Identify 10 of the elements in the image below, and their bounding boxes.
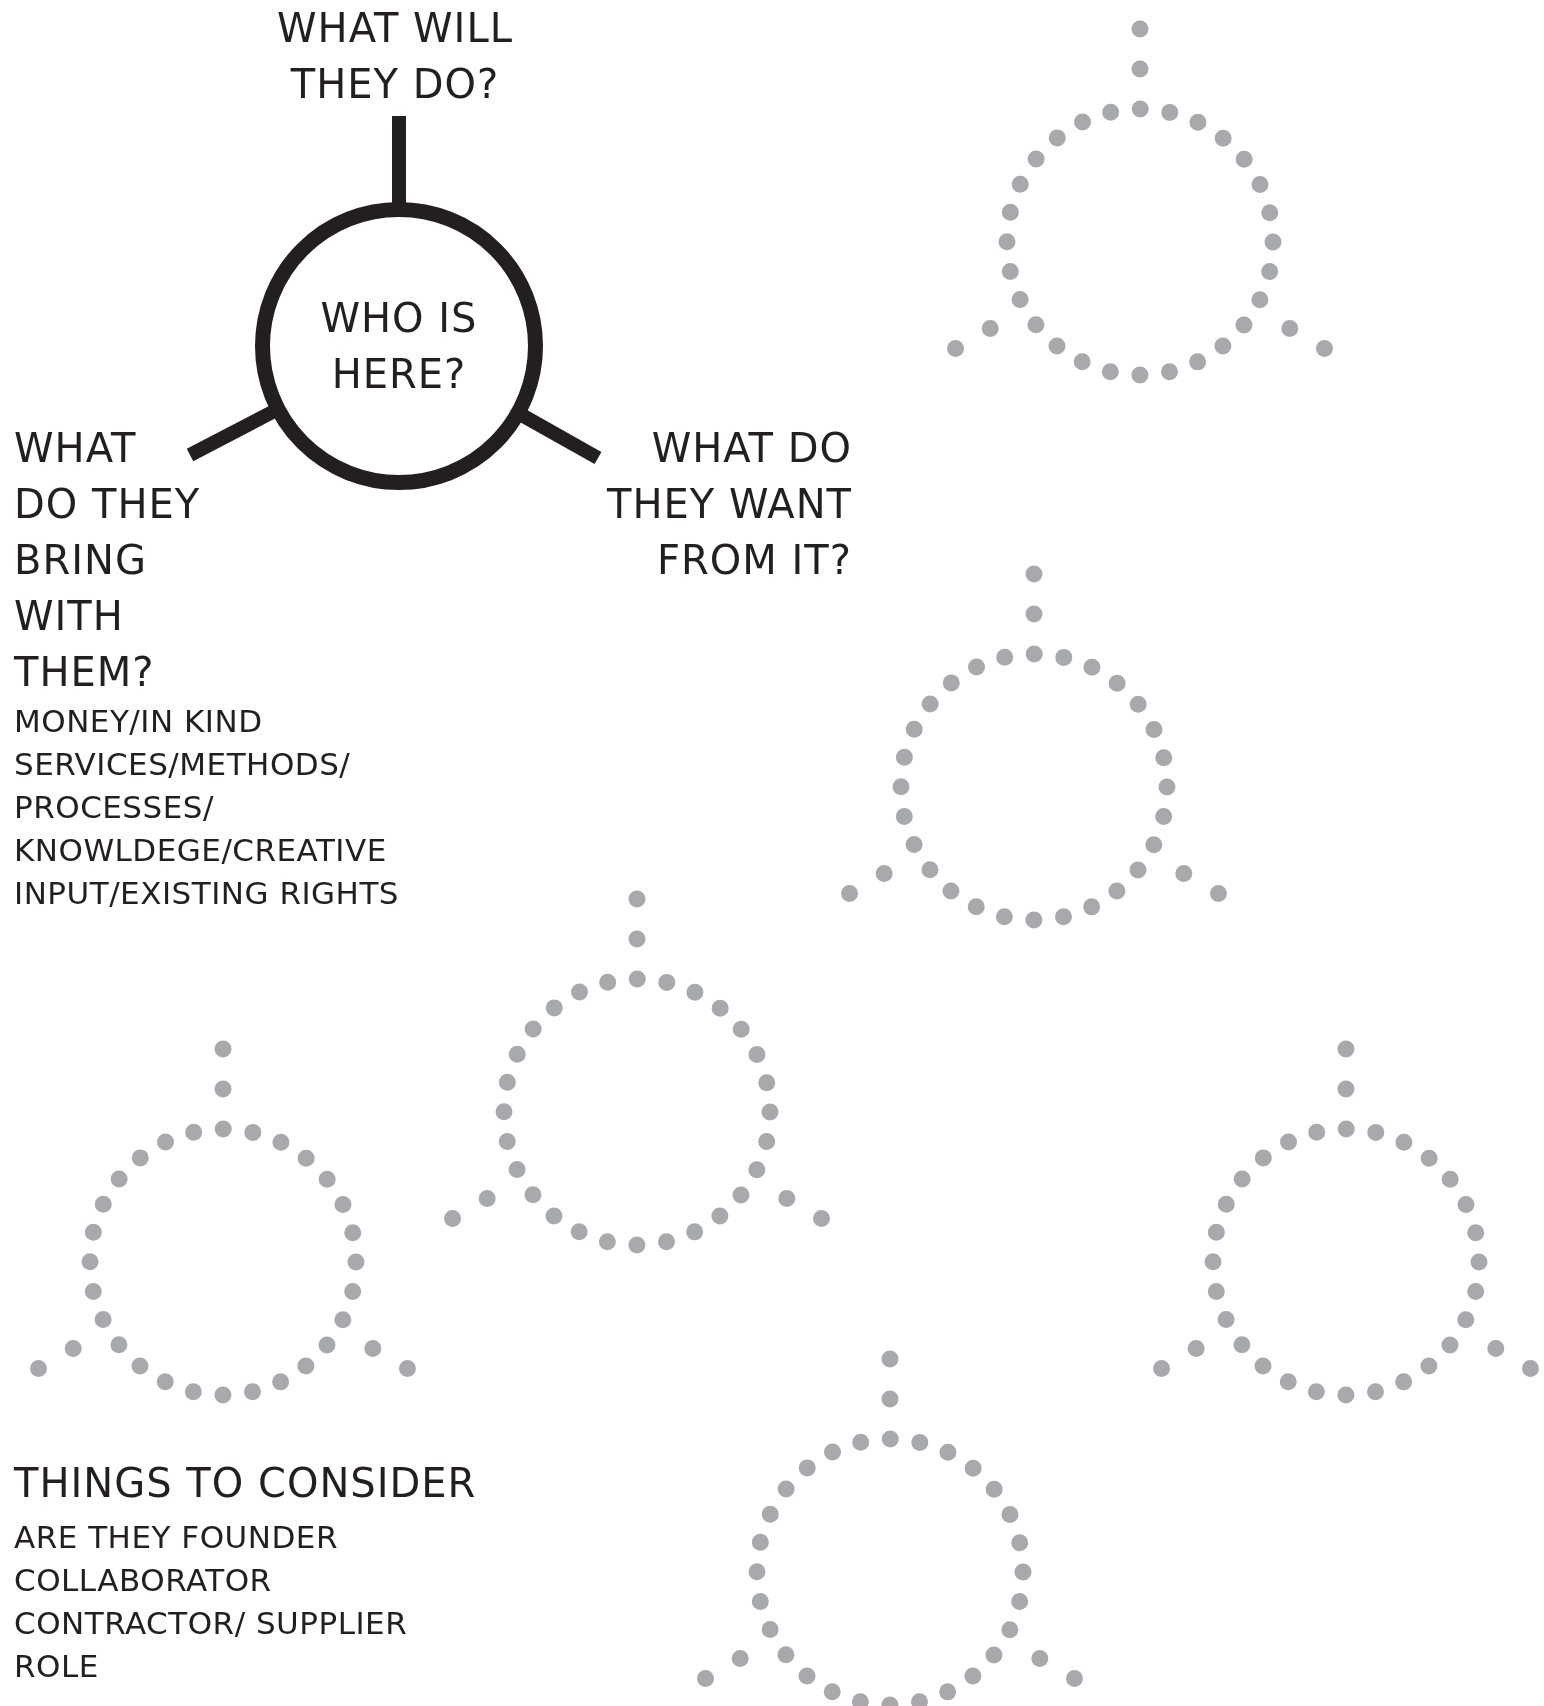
note-text: ARE THEY FOUNDER COLLABORATOR CONTRACTOR/ SUPPLIER ROLE [14,1518,409,1686]
circle-node: WHO IS HERE? [255,202,543,490]
question-text: WHAT DO THEY WANT FROM IT? [606,424,852,585]
note-text: MONEY/IN KIND SERVICES/METHODS/ PROCESSES/ KNOWLDEGE/CREATIVE INPUT/EXISTING RIGHTS [14,702,400,913]
connector-line [519,409,602,465]
connector-line [392,116,406,204]
question-text: WHAT WILL THEY DO? [276,4,514,109]
question-text: WHAT DO THEY BRING WITH THEM? [14,424,202,697]
section-heading: THINGS TO CONSIDER [14,1459,478,1508]
connector-line [186,405,277,462]
